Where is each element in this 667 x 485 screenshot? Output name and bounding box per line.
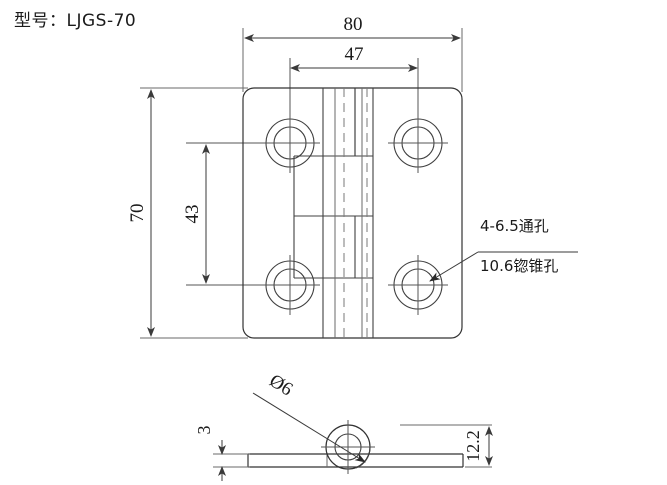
width-extension-lines: [242, 28, 463, 92]
dimension-label-hole-spacing-vertical: 43: [182, 205, 203, 224]
hole-callout-line2: 10.6锪锥孔: [480, 257, 558, 275]
hole-callout-line1: 4-6.5通孔: [480, 217, 549, 235]
dimension-label-knuckle-height: 12.2: [463, 430, 483, 462]
dimension-overall-height: 70: [127, 89, 155, 337]
side-pin-barrel: [321, 420, 375, 474]
height-extension-lines: [140, 87, 248, 339]
dimension-label-plate-thickness: 3: [194, 426, 214, 435]
knuckle-band: [293, 88, 374, 338]
side-right-leaf: [348, 453, 464, 468]
hole-bottom-right: [388, 255, 448, 315]
side-view-group: Ø6 3 12.2: [194, 370, 493, 481]
dimension-knuckle-height: 12.2: [400, 424, 493, 468]
dimension-label-pin-diameter: Ø6: [265, 370, 296, 400]
knuckle-internal-lines: [334, 88, 368, 338]
dimension-label-overall-width: 80: [344, 14, 363, 35]
side-left-leaf: [247, 453, 348, 468]
dimension-overall-width: 80: [244, 14, 461, 42]
front-view-group: 80 47 70: [127, 14, 578, 339]
hole-callout-leader: [429, 251, 578, 282]
hole-top-right: [388, 113, 448, 173]
dimension-plate-thickness: 3: [194, 426, 250, 481]
dimension-hole-spacing-vertical: 43: [182, 144, 210, 284]
dimension-label-hole-spacing-horizontal: 47: [345, 44, 364, 65]
hole-spacing-h-extension-lines: [289, 58, 419, 148]
hole-top-left: [260, 113, 320, 173]
hole-bottom-left: [260, 255, 320, 315]
page-title: 型号：LJGS-70: [14, 11, 137, 31]
dimension-hole-spacing-horizontal: 47: [290, 44, 418, 72]
hinge-plate-outline: [242, 87, 463, 339]
dimension-label-overall-height: 70: [127, 204, 148, 223]
